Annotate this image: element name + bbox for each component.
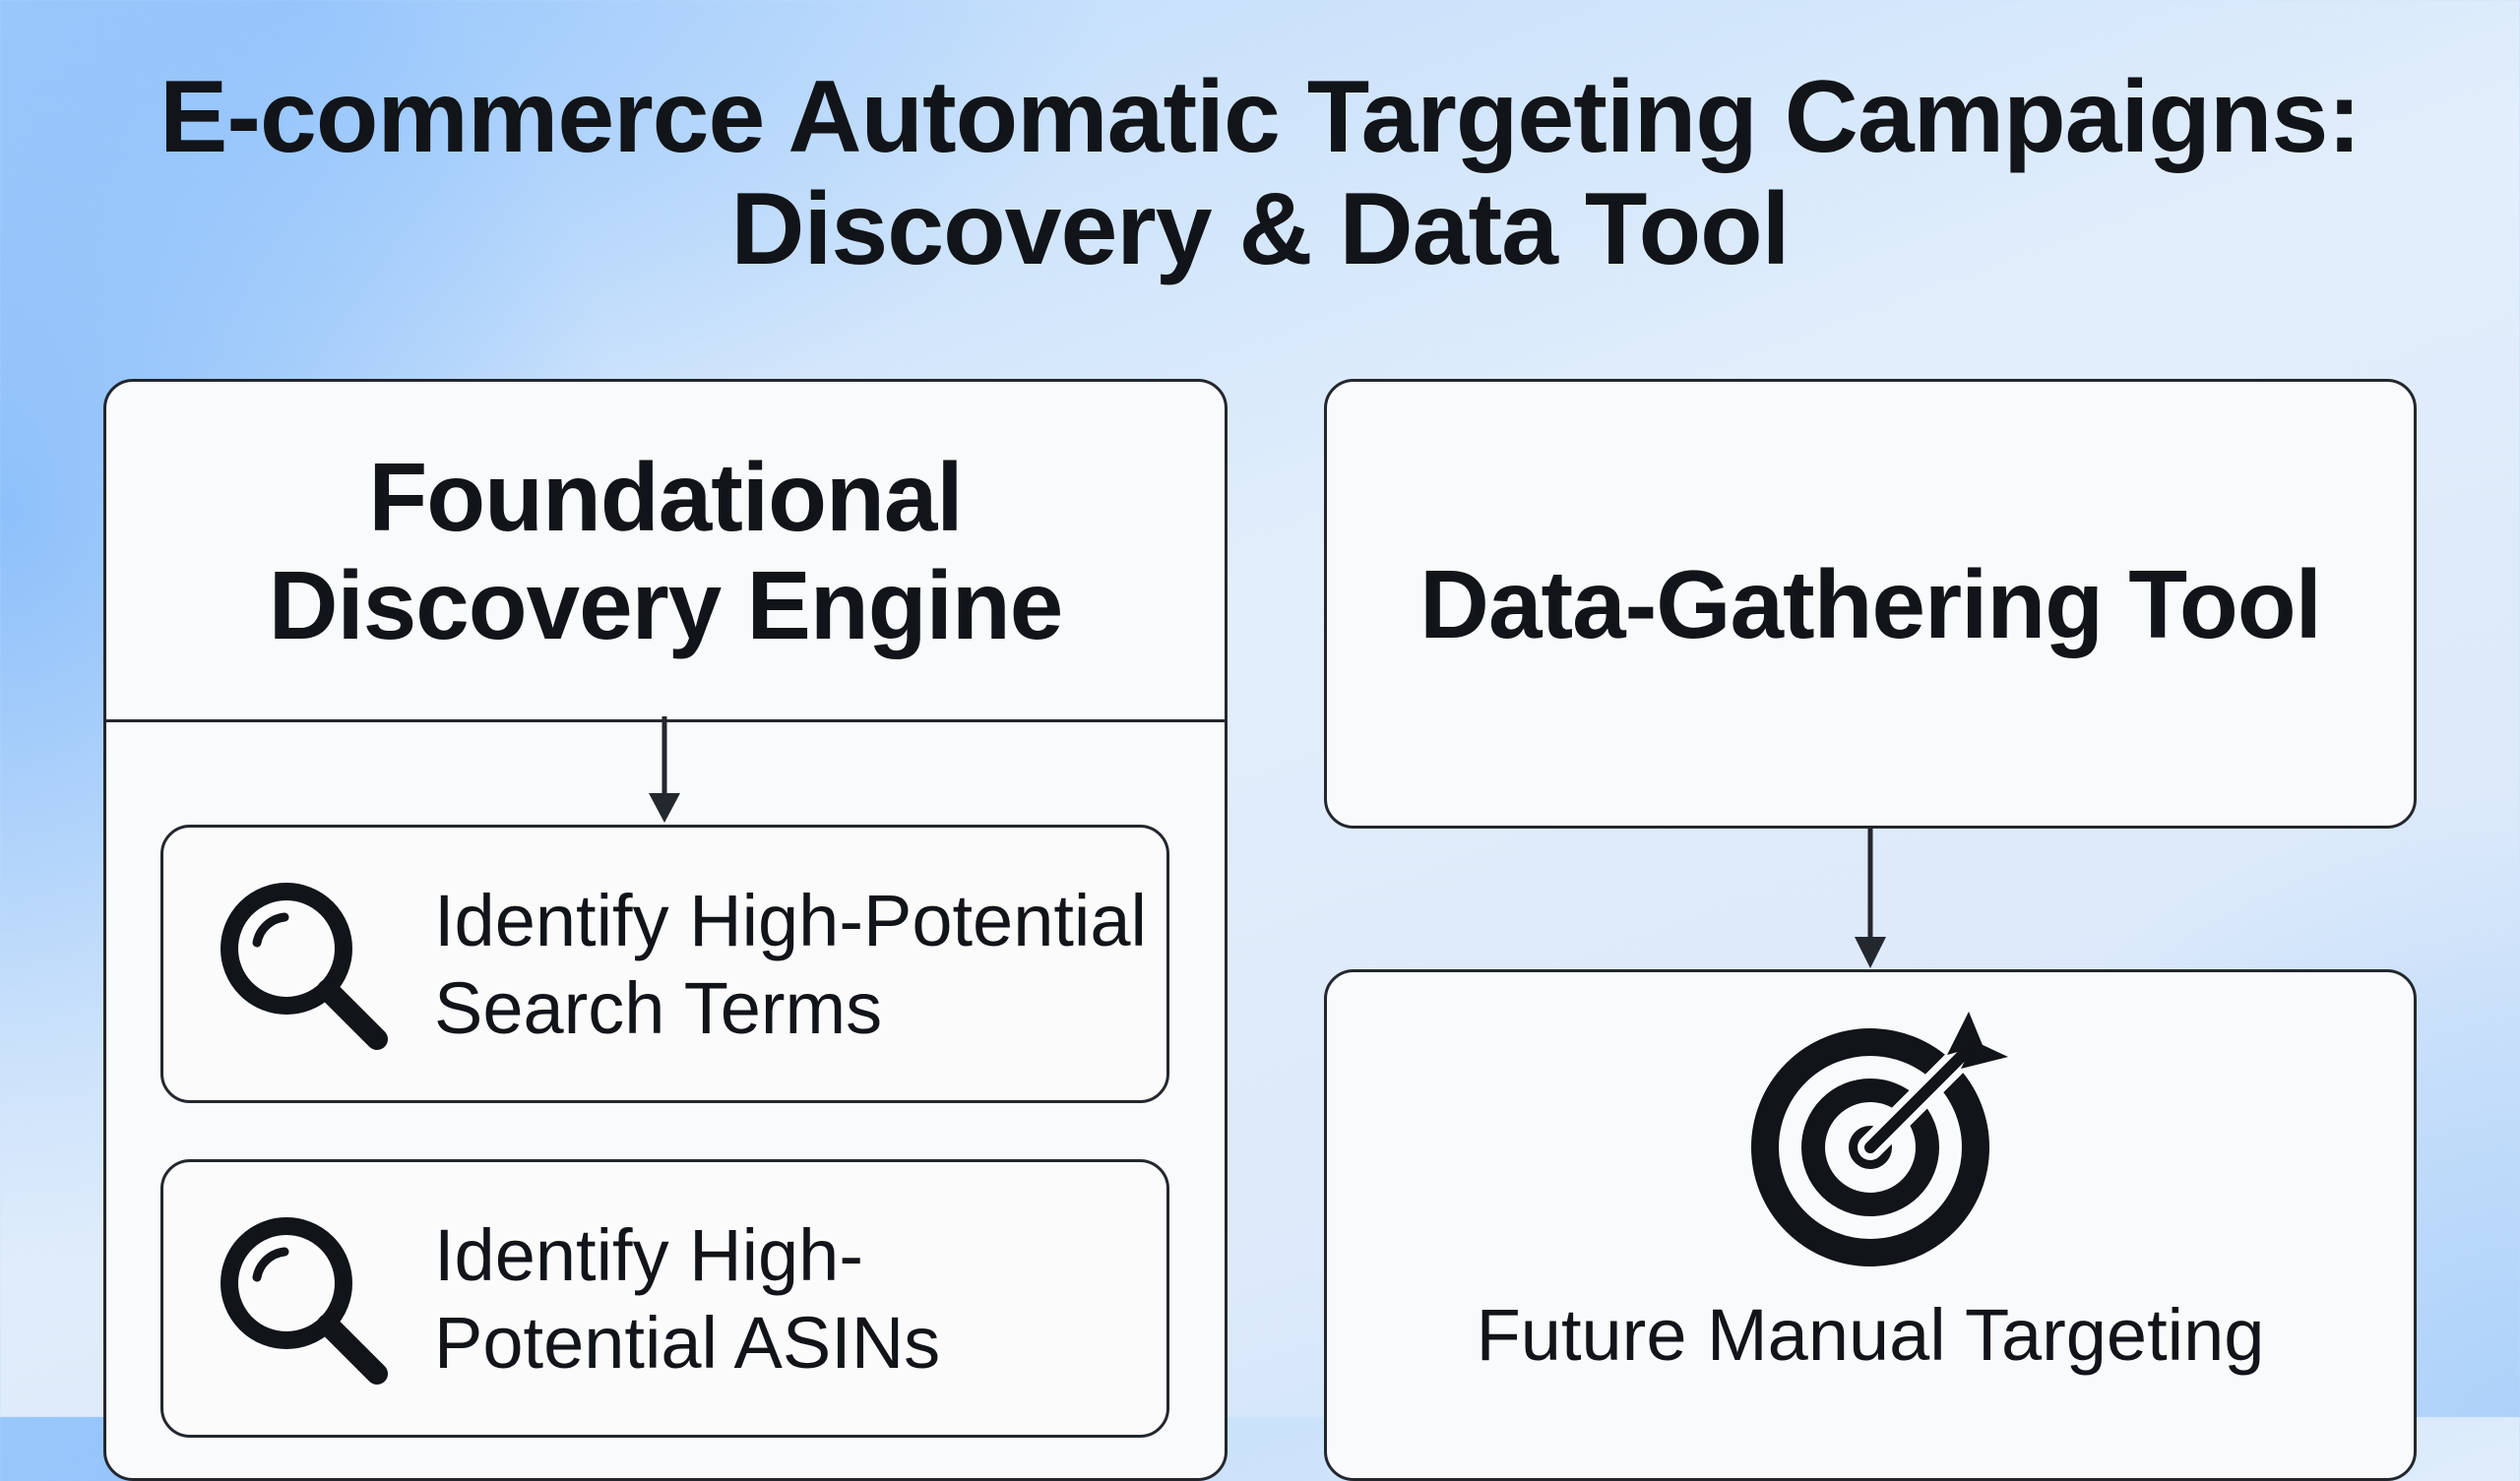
title-line-1: E-commerce Automatic Targeting Campaigns… <box>159 60 2362 174</box>
foundational-discovery-engine-title: Foundational Discovery Engine <box>268 442 1063 659</box>
arrow-down-to-manual-targeting <box>1855 829 1886 968</box>
card-asins: Identify High- Potential ASINs <box>160 1159 1169 1438</box>
title-line-2: Discovery & Data Tool <box>730 172 1790 286</box>
data-gathering-tool-title: Data-Gathering Tool <box>1419 549 2322 658</box>
arrow-down-to-search-terms <box>649 716 680 823</box>
magnifier-icon <box>220 883 388 1050</box>
card-asins-text: Identify High- Potential ASINs <box>434 1211 1147 1387</box>
data-gathering-tool-panel: Data-Gathering Tool <box>1324 379 2417 829</box>
card-2-line-2: Potential ASINs <box>434 1302 941 1384</box>
card-1-line-2: Search Terms <box>434 967 883 1049</box>
card-search-terms-text: Identify High-Potential Search Terms <box>434 877 1147 1052</box>
card-search-terms: Identify High-Potential Search Terms <box>160 825 1169 1103</box>
target-arrow-icon <box>1751 1012 2008 1266</box>
panel-title-line-2: Discovery Engine <box>268 550 1063 659</box>
card-2-line-1: Identify High- <box>434 1214 863 1296</box>
card-1-line-1: Identify High-Potential <box>434 880 1147 961</box>
future-manual-targeting-label: Future Manual Targeting <box>1476 1294 2265 1376</box>
diagram-title: E-commerce Automatic Targeting Campaigns… <box>0 61 2520 285</box>
magnifier-icon <box>220 1217 388 1385</box>
panel-title-line-1: Foundational <box>368 442 963 551</box>
foundational-discovery-engine-header: Foundational Discovery Engine <box>106 382 1225 722</box>
